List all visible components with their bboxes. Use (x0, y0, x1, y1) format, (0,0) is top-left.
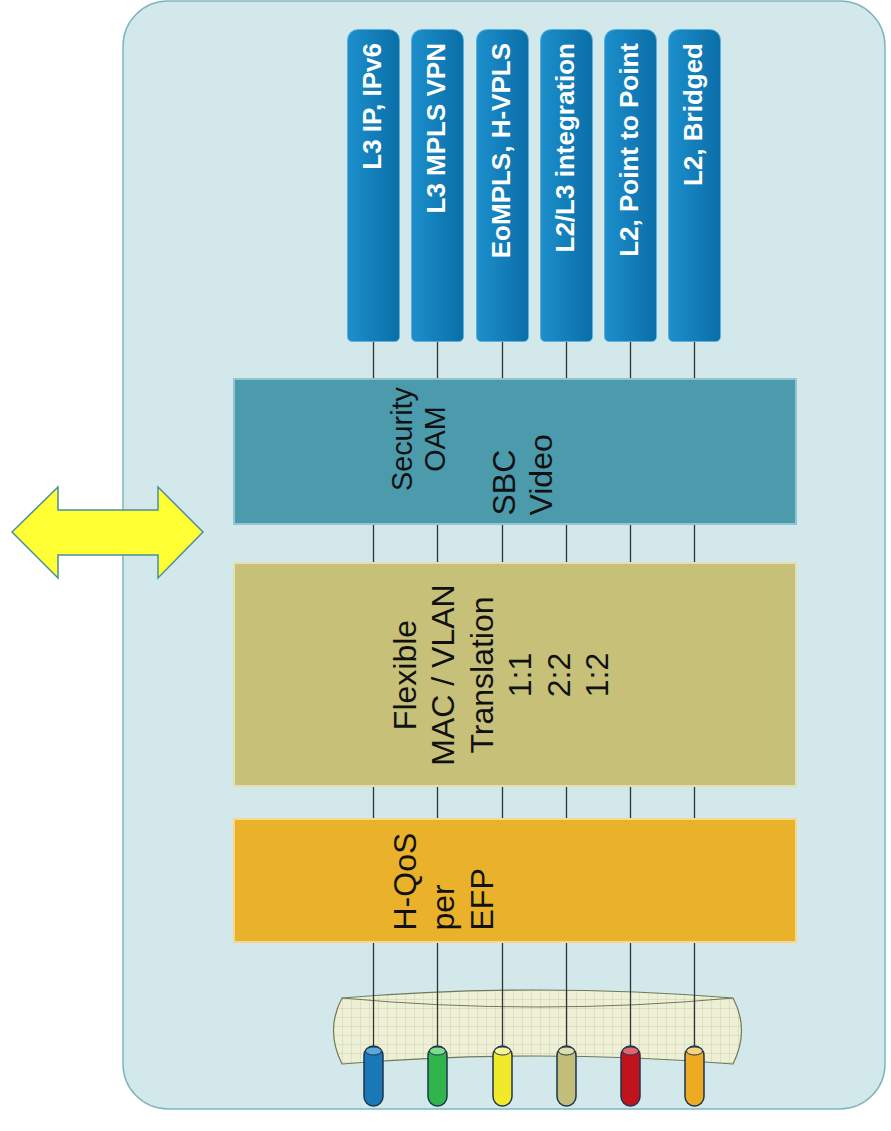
cable-line (437, 943, 438, 1050)
service-label: EoMPLS, H-VPLS (487, 43, 517, 258)
double-arrow (12, 487, 203, 578)
rotated-frame: Security OAMSBC Video (235, 380, 795, 523)
cable (621, 1046, 640, 1106)
bundle-sleeve (334, 990, 742, 1064)
service-label: L3 IP, IPv6 (358, 43, 388, 170)
connector-line (694, 342, 695, 378)
connector-line (694, 787, 695, 818)
connector-line (373, 787, 374, 818)
rotated-frame: L2/L3 integration (541, 30, 590, 339)
service-label: L2, Point to Point (615, 43, 645, 257)
service-tab: L2/L3 integration (540, 29, 593, 342)
service-label: L3 MPLS VPN (422, 43, 452, 213)
service-tab: EoMPLS, H-VPLS (476, 29, 529, 342)
connector-line (502, 787, 503, 818)
rotated-frame: H-QoS per EFP (235, 820, 795, 941)
cable (493, 1046, 512, 1106)
connector-line (373, 525, 374, 562)
connector-line (437, 342, 438, 378)
service-tab: L2, Bridged (668, 29, 721, 342)
cable (428, 1046, 447, 1106)
connector-line (694, 525, 695, 562)
function-label: Security OAM (385, 376, 451, 501)
service-tab: L3 IP, IPv6 (347, 29, 400, 342)
connector-line (630, 525, 631, 562)
service-tab: L2, Point to Point (604, 29, 657, 342)
rotated-frame: L3 MPLS VPN (412, 30, 461, 339)
cable-bundle (334, 990, 742, 1064)
rotated-frame: L2, Point to Point (605, 30, 654, 339)
cable-line (566, 943, 567, 1050)
connector-line (566, 525, 567, 562)
function-label: H-QoS per EFP (385, 824, 500, 930)
connector-line (437, 787, 438, 818)
cable (557, 1046, 576, 1106)
connector-line (437, 525, 438, 562)
cable-line (630, 943, 631, 1050)
rotated-frame: EoMPLS, H-VPLS (477, 30, 526, 339)
cables (364, 1046, 704, 1106)
outer-panel (123, 1, 885, 1109)
service-label: L2/L3 integration (551, 43, 581, 252)
function-band: Flexible MAC / VLAN Translation1:1 2:2 1… (233, 562, 797, 787)
cable-line (694, 943, 695, 1050)
cable-line (373, 943, 374, 1050)
cable-line (502, 943, 503, 1050)
connector-line (566, 342, 567, 378)
connector-line (630, 342, 631, 378)
connector-line (630, 787, 631, 818)
connector-line (502, 342, 503, 378)
service-tab: L3 MPLS VPN (411, 29, 464, 342)
bundle-edge (342, 998, 733, 1007)
function-label: 1:1 2:2 1:2 (500, 645, 615, 705)
cable (685, 1046, 704, 1106)
cable (364, 1046, 383, 1106)
rotated-frame: L2, Bridged (669, 30, 718, 339)
connector-line (373, 342, 374, 378)
rotated-frame: Flexible MAC / VLAN Translation1:1 2:2 1… (235, 564, 795, 785)
function-label: SBC Video (485, 415, 559, 515)
rotated-frame: L3 IP, IPv6 (348, 30, 397, 339)
cable-lines (374, 943, 695, 1050)
connector-line (502, 525, 503, 562)
function-band: Security OAM SBC Video (233, 378, 797, 525)
function-label: Flexible MAC / VLAN Translation (385, 582, 500, 768)
function-band: H-QoS per EFP (233, 818, 797, 943)
connector-line (566, 787, 567, 818)
service-label: L2, Bridged (679, 43, 709, 186)
